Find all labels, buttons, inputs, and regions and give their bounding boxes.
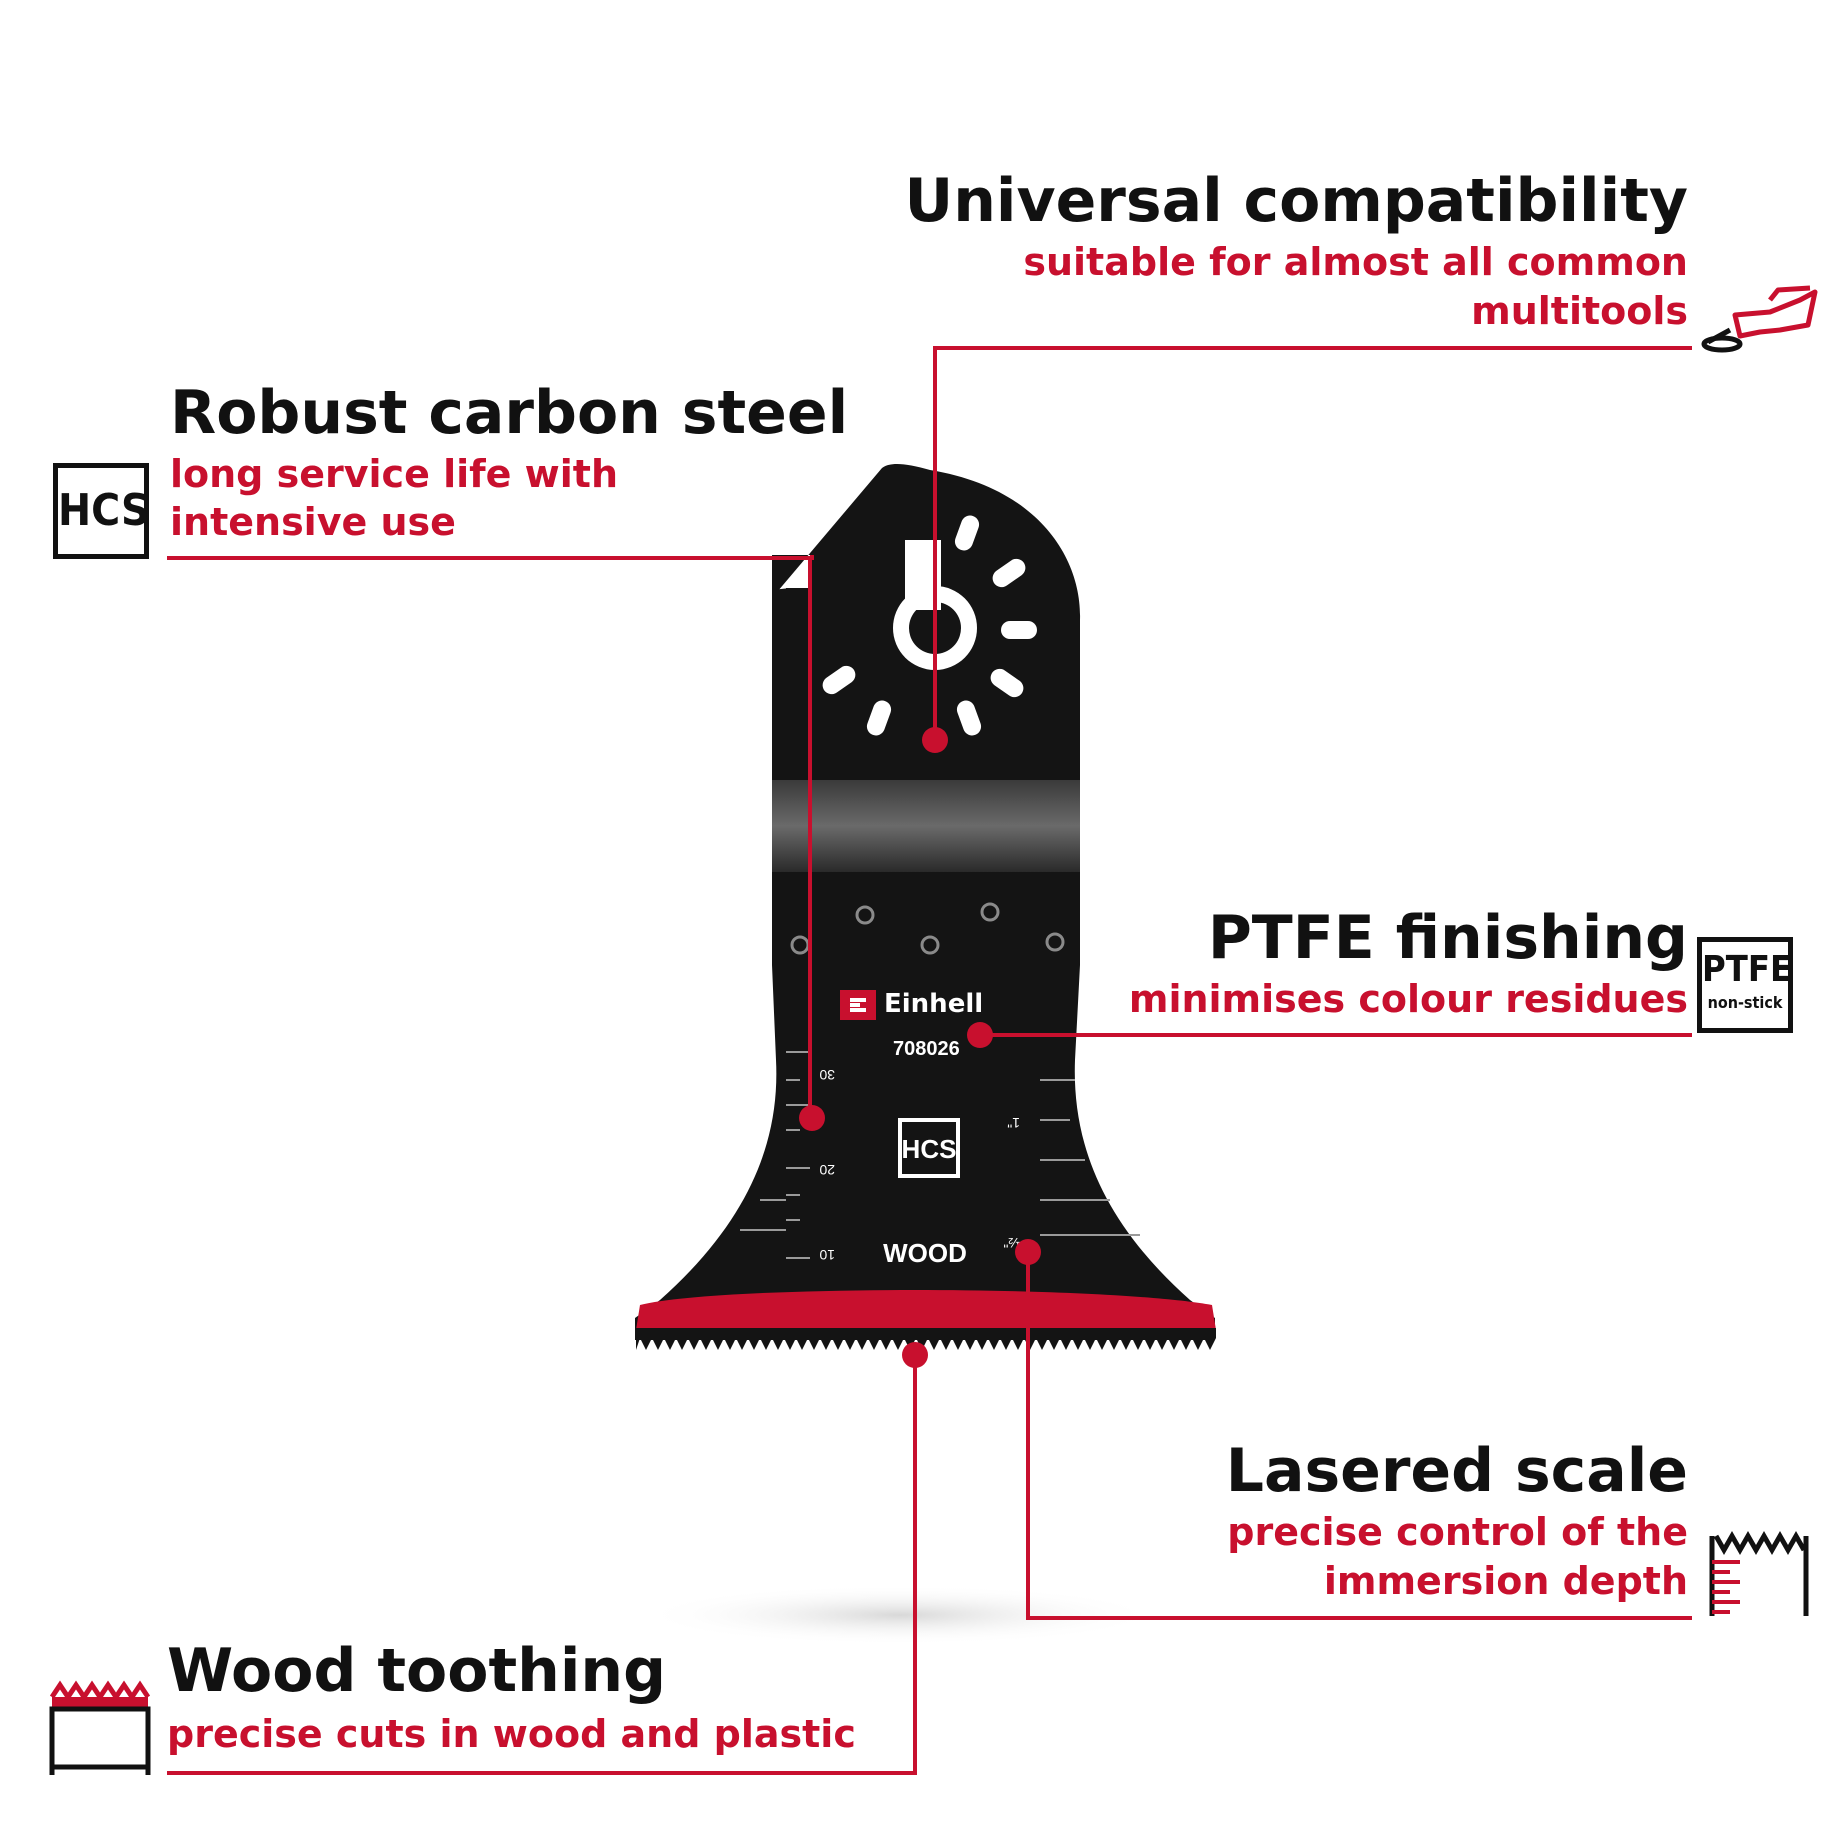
feature-title-wood: Wood toothing	[167, 1636, 667, 1706]
leader-lines	[167, 346, 1692, 1775]
hcs-badge-label: HCS	[58, 485, 150, 536]
blade-article-number: 708026	[893, 1038, 960, 1060]
ptfe-badge-sublabel: non-stick	[1707, 993, 1783, 1012]
feature-sub-scale-1: precise control of the	[1227, 1510, 1688, 1554]
blade-inch-scale	[1040, 1079, 1140, 1236]
blade-reflection-band	[772, 780, 1080, 872]
blade-scale-30: 30	[819, 1067, 835, 1083]
saw-blade: Einhell 708026 HCS WOOD 30 20 10 1" ½"	[635, 464, 1216, 1350]
leader-scale	[1026, 1252, 1692, 1620]
feature-sub-carbon-2: intensive use	[170, 500, 456, 544]
blade-teeth	[636, 1328, 1216, 1350]
feature-sub-scale-2: immersion depth	[1323, 1559, 1688, 1603]
feature-sub-ptfe-1: minimises colour residues	[1128, 977, 1688, 1021]
blade-body	[635, 965, 1215, 1340]
feature-title-scale: Lasered scale	[1225, 1436, 1688, 1506]
feature-sub-carbon-1: long service life with	[170, 452, 619, 496]
blade-red-edge	[636, 1290, 1216, 1330]
blade-shadow	[640, 1585, 1160, 1645]
blade-hcs-text: HCS	[902, 1134, 957, 1164]
wood-toothing-icon	[49, 1680, 151, 1775]
depth-scale-icon	[1709, 1530, 1809, 1616]
blade-scale-20: 20	[819, 1162, 835, 1178]
blade-mm-scale	[740, 1051, 810, 1259]
feature-title-ptfe: PTFE finishing	[1207, 903, 1688, 973]
ptfe-badge-label: PTFE	[1702, 949, 1793, 990]
blade-scale-10: 10	[819, 1247, 835, 1263]
feature-title-carbon: Robust carbon steel	[170, 378, 849, 448]
blade-scale-half-in: ½"	[1003, 1235, 1020, 1251]
leader-universal	[933, 346, 1692, 740]
feature-sub-wood-1: precise cuts in wood and plastic	[167, 1712, 856, 1756]
blade-hcs-box	[898, 1118, 960, 1178]
feature-title-universal: Universal compatibility	[904, 166, 1689, 236]
feature-sub-universal-1: suitable for almost all common	[1023, 240, 1688, 284]
feature-sub-universal-2: multitools	[1471, 289, 1688, 333]
blade-head	[772, 464, 1081, 965]
blade-brand-text: Einhell	[884, 989, 983, 1019]
hcs-badge-icon: HCS	[53, 463, 150, 559]
blade-scale-1in: 1"	[1007, 1115, 1020, 1131]
leader-carbon-main	[167, 556, 812, 1118]
leader-wood	[167, 1355, 917, 1775]
blade-rivets	[790, 902, 1065, 955]
blade-wood-text: WOOD	[883, 1238, 967, 1268]
ptfe-non-stick-badge-icon: PTFE non-stick	[1697, 937, 1793, 1033]
multitool-icon	[1701, 285, 1818, 353]
leader-dots	[799, 727, 1041, 1368]
